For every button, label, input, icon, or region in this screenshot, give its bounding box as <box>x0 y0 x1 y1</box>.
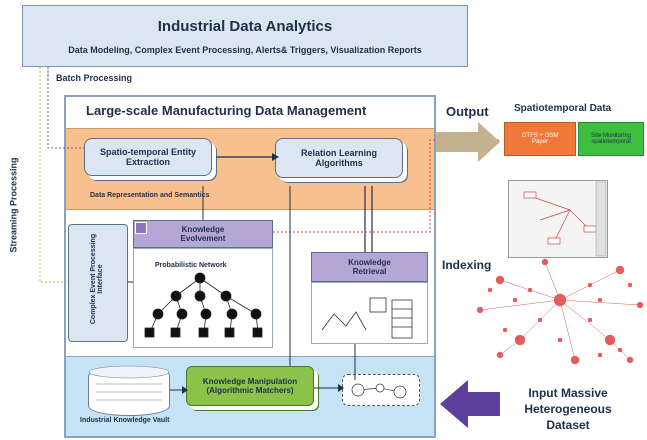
input-arrow <box>440 380 500 428</box>
batch-processing-label: Batch Processing <box>56 73 133 83</box>
spatiotemporal-title: Spatiotemporal Data <box>514 103 612 114</box>
industrial-data-analytics-banner: Industrial Data Analytics Data Modeling,… <box>22 5 468 67</box>
output-label: Output <box>446 104 489 119</box>
output-arrow <box>436 122 500 162</box>
retrieval-tree-sketch <box>321 297 413 339</box>
input-dataset-label: Input Massive Heterogeneous Dataset <box>524 386 612 432</box>
main-panel-title: Large-scale Manufacturing Data Managemen… <box>86 103 367 118</box>
relation-learning-box[interactable]: Relation Learning Algorithms <box>275 138 403 178</box>
banner-title: Industrial Data Analytics <box>157 17 333 35</box>
graph-viz-sketch <box>523 191 597 245</box>
knowledge-manipulation-box[interactable]: Knowledge Manipulation (Algorithmic Matc… <box>186 366 314 406</box>
spatiotemporal-box-1-label: GTFS + OSM Paper <box>521 133 559 145</box>
indexing-label: Indexing <box>442 258 492 272</box>
spatiotemporal-box-2: Site Monitoring spatiotemporal <box>578 122 644 156</box>
red-feedback-line <box>273 139 500 233</box>
knowledge-retrieval-label: Knowledge Retrieval <box>348 258 391 276</box>
streaming-connector <box>39 66 68 283</box>
database-lines <box>88 365 170 401</box>
knowledge-evolvement-badge <box>135 222 147 234</box>
knowledge-manipulation-label: Knowledge Manipulation (Algorithmic Matc… <box>202 377 298 395</box>
spatio-entity-extraction-box[interactable]: Spatio-temporal Entity Extraction <box>84 138 212 176</box>
knowledge-retrieval-box[interactable]: Knowledge Retrieval <box>311 252 428 282</box>
semantics-section-label: Data Representation and Semantics <box>90 192 210 199</box>
knowledge-vault-label: Industrial Knowledge Vault <box>80 417 170 424</box>
batch-connector <box>47 67 84 149</box>
relation-learning-label: Relation Learning Algorithms <box>300 148 377 168</box>
banner-subtitle: Data Modeling, Complex Event Processing,… <box>68 44 422 55</box>
spatio-entity-extraction-label: Spatio-temporal Entity Extraction <box>99 147 196 167</box>
probabilistic-network-label: Probabilistic Network <box>155 262 227 269</box>
knowledge-evolvement-box[interactable]: Knowledge Evolvement <box>133 220 273 248</box>
cep-interface-box[interactable] <box>68 224 128 342</box>
matcher-graph <box>351 383 407 399</box>
knowledge-evolvement-label: Knowledge Evolvement <box>180 225 226 243</box>
indexing-network <box>476 258 644 365</box>
probabilistic-network-graph <box>144 272 263 338</box>
spatiotemporal-box-1: GTFS + OSM Paper <box>504 122 576 156</box>
spatiotemporal-box-2-label: Site Monitoring spatiotemporal <box>590 133 632 145</box>
